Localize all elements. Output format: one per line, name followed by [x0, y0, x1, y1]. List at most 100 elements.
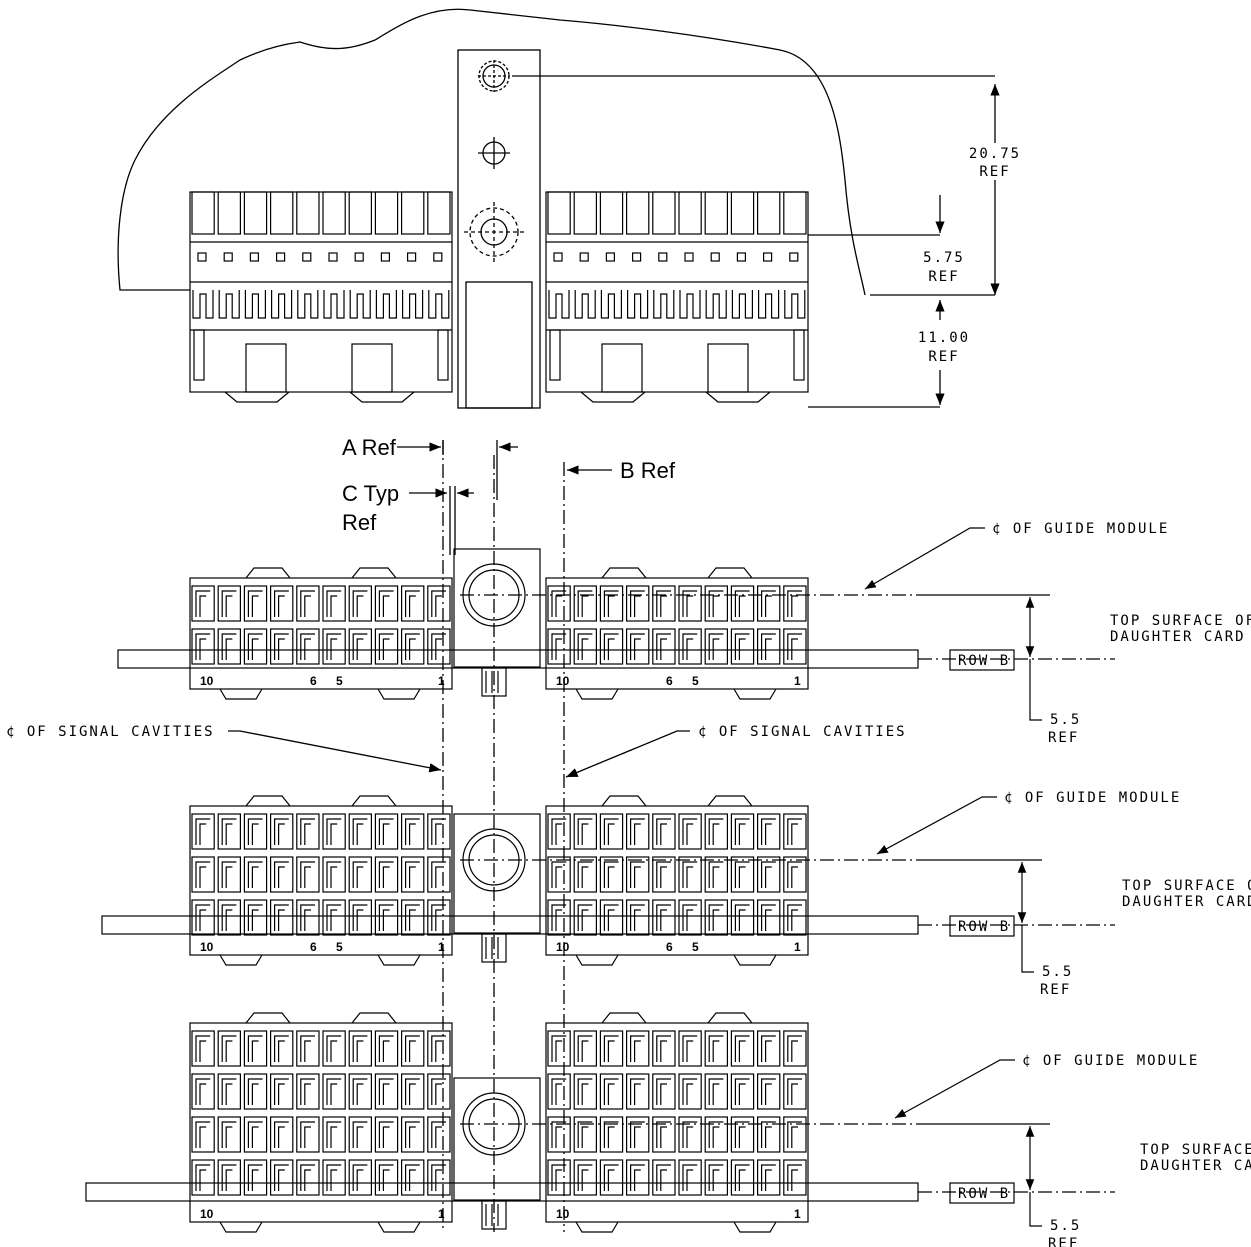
dim-5-75: 5.75	[923, 250, 965, 266]
cavity-contact	[656, 633, 671, 660]
signal-cavity	[783, 813, 807, 850]
contact-tooth	[192, 290, 214, 319]
signal-cavity	[401, 1116, 425, 1153]
signal-cavity	[348, 1073, 373, 1110]
cavity-contact	[787, 633, 802, 660]
signal-cavity	[547, 1030, 571, 1067]
contact-fin	[652, 191, 676, 235]
cavity-contact	[603, 818, 619, 845]
cavity-contact	[708, 1121, 724, 1148]
contact-slot	[433, 252, 443, 262]
cavity-contact	[378, 1078, 394, 1105]
cavity-contact	[551, 818, 567, 845]
side-marking	[437, 329, 449, 381]
contact-tooth	[375, 290, 397, 319]
signal-cavity	[599, 813, 624, 850]
signal-cavity	[599, 585, 624, 622]
cavity-contact	[577, 633, 593, 660]
module-body	[189, 1022, 453, 1223]
signal-cavity	[704, 628, 729, 665]
cavity-contact	[247, 1078, 263, 1105]
contact-slot	[354, 252, 364, 262]
cavity-contact	[378, 1164, 394, 1191]
cavity-contact	[682, 1164, 698, 1191]
cavity-contact	[577, 1164, 593, 1191]
cavity-contact	[603, 1121, 619, 1148]
cavity-contact	[551, 1164, 567, 1191]
pin-number: 1	[794, 1207, 801, 1221]
signal-cavity	[374, 813, 399, 850]
cavity-contact	[630, 1078, 645, 1105]
dim-leader	[1029, 659, 1042, 721]
signal-cavity	[427, 899, 451, 936]
signal-cavity	[270, 628, 294, 665]
pin-number: 6	[666, 674, 673, 688]
cavity-contact	[603, 590, 619, 617]
cavity-contact	[431, 904, 446, 931]
top-surface-label: TOP SURFACE OF	[1110, 613, 1251, 629]
cavity-contact	[352, 904, 368, 931]
cavity-contact	[405, 590, 420, 617]
contact-tooth	[323, 290, 345, 319]
contact-tooth	[627, 290, 649, 319]
pin-number: 10	[556, 940, 570, 954]
cavity-contact	[787, 818, 802, 845]
cavity-contact	[274, 904, 289, 931]
signal-cavity	[191, 628, 215, 665]
c-typ-ref-label: Ref	[342, 510, 377, 535]
cavity-contact	[352, 1121, 368, 1148]
top-view	[117, 8, 1000, 409]
signal-cavity	[625, 856, 650, 893]
signal-cavity	[296, 1116, 320, 1153]
cavity-contact	[630, 1121, 645, 1148]
contact-tooth	[297, 290, 319, 319]
top-tab	[245, 1012, 397, 1024]
signal-cavity	[374, 899, 399, 936]
contact-tooth	[548, 290, 570, 319]
signal-cavity	[652, 1073, 676, 1110]
signal-cavity	[217, 856, 241, 893]
top-tab	[245, 567, 397, 579]
cavity-contact	[656, 904, 671, 931]
cavity-contact	[787, 1121, 802, 1148]
ref-labels: A Ref B Ref C Typ Ref	[342, 435, 676, 535]
signal-cavity	[217, 813, 241, 850]
signal-cavity	[270, 1159, 294, 1196]
cavity-contact	[551, 633, 567, 660]
signal-cavity	[625, 1073, 650, 1110]
cavity-contact	[431, 590, 446, 617]
pin-number: 10	[200, 1207, 214, 1221]
module-body	[545, 805, 809, 956]
cavity-contact	[195, 1164, 211, 1191]
signal-cavities-left: ¢ OF SIGNAL CAVITIES	[6, 724, 215, 740]
cavity-contact	[734, 633, 750, 660]
signal-cavity	[348, 628, 373, 665]
top-tab	[601, 1012, 753, 1024]
guide-stud-lines	[485, 937, 499, 959]
cavity-contact	[787, 1164, 802, 1191]
cavity-contact	[247, 1035, 263, 1062]
cavity-contact	[734, 1078, 750, 1105]
cavity-contact	[656, 590, 671, 617]
cavity-contact	[405, 818, 420, 845]
contact-slot	[684, 252, 694, 262]
signal-cavity	[296, 585, 320, 622]
signal-cavity	[547, 585, 571, 622]
signal-cavity	[296, 1073, 320, 1110]
signal-cavity	[270, 813, 294, 850]
contact-tooth	[679, 290, 701, 319]
signal-cavity	[547, 1159, 571, 1196]
cavity-contact	[734, 904, 750, 931]
pin-number: 10	[200, 674, 214, 688]
connector-body	[545, 191, 809, 393]
signal-cavity	[783, 1159, 807, 1196]
signal-cavity	[704, 1030, 729, 1067]
a-ref-label: A Ref	[342, 435, 397, 460]
board-outline	[117, 8, 866, 296]
dim-5-75-ref: REF	[928, 269, 959, 285]
guide-callout	[894, 1059, 1015, 1119]
cavity-contact	[195, 1035, 211, 1062]
